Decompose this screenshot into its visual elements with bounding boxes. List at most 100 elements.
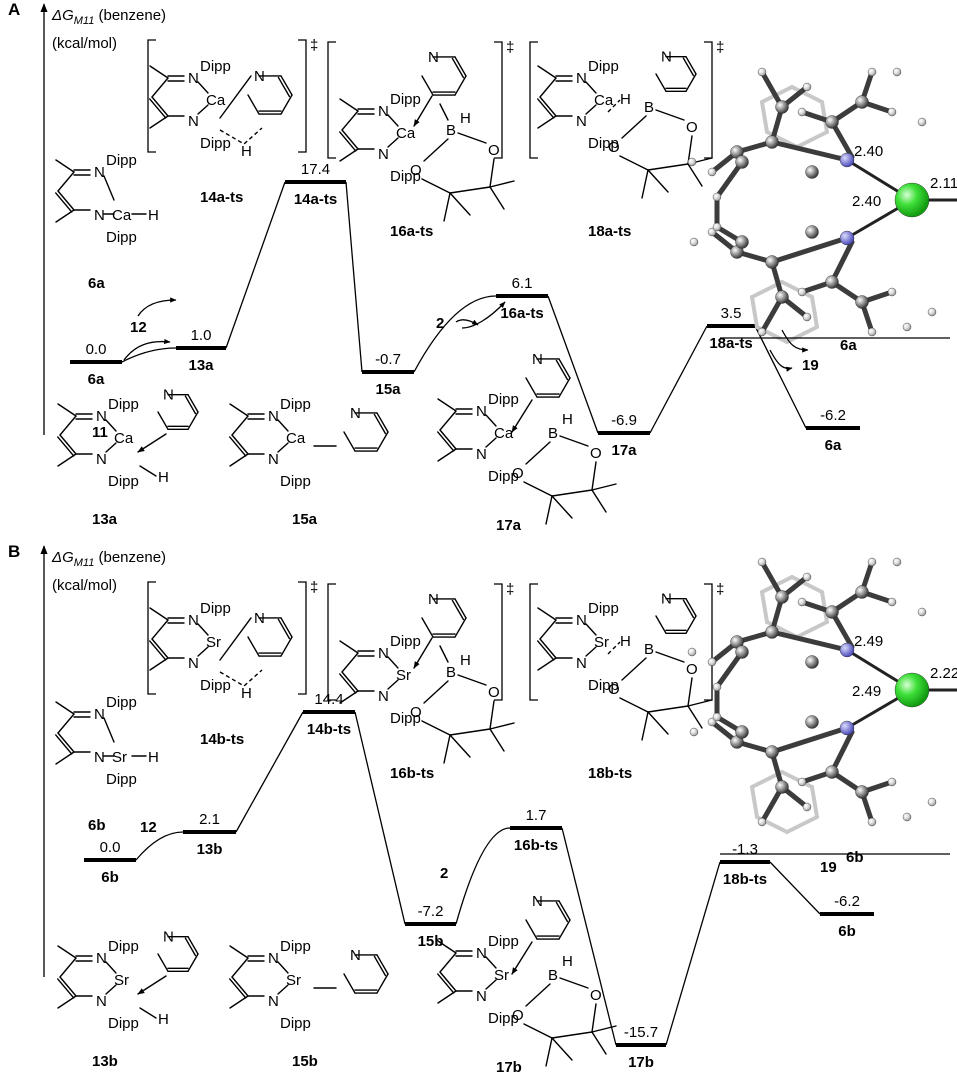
- ring-bond: [421, 617, 434, 638]
- nitrogen-atom-label: N: [94, 749, 105, 766]
- nitrogen-atom-label: N: [476, 446, 487, 463]
- axis-title: ΔGM11 (benzene): [51, 549, 166, 569]
- metal-bond: [103, 717, 115, 743]
- reagent-label: 2: [440, 865, 448, 882]
- hydrogen-atom-ball: [917, 117, 927, 127]
- carbon-atom-ball: [855, 585, 869, 599]
- oxygen-atom-label: O: [410, 704, 422, 721]
- structure-name-label: 17a: [496, 517, 522, 534]
- boron-atom-label: B: [644, 641, 654, 658]
- dashed-hydride-bridge: [607, 641, 621, 655]
- boron-atom-label: B: [548, 425, 558, 442]
- backbone-double-bond: [149, 640, 167, 661]
- energy-value-label: -6.2: [820, 407, 846, 424]
- backbone-double-bond: [59, 976, 77, 997]
- hydride-label: H: [620, 91, 631, 108]
- dipp-label: Dipp: [108, 396, 139, 413]
- backbone-double-bond: [339, 673, 357, 694]
- hydride-label: H: [158, 469, 169, 486]
- ring-double-bond: [682, 57, 695, 77]
- ring-bond: [525, 919, 538, 940]
- b-o-bond: [423, 138, 449, 162]
- structure-name-label: 18a-ts: [588, 223, 631, 240]
- backbone-double-bond: [437, 973, 455, 994]
- distance-label: 2.49: [852, 683, 881, 700]
- backbone-bond: [151, 619, 169, 640]
- dipp-label: Dipp: [280, 938, 311, 955]
- bond-stick: [759, 69, 785, 110]
- reagent-arrow: [137, 297, 177, 317]
- dipp-label: Dipp: [390, 91, 421, 108]
- backbone-bond: [57, 171, 75, 192]
- nitrogen-atom-label: N: [268, 993, 279, 1010]
- backbone-double-bond: [55, 734, 73, 755]
- ring-double-bond: [454, 598, 467, 619]
- hydrogen-atom-ball: [797, 287, 807, 297]
- methyl-bond: [489, 728, 505, 752]
- hydrogen-atom-ball: [902, 812, 912, 822]
- reagent-label: 12: [140, 819, 157, 836]
- methyl-bond: [229, 453, 249, 467]
- methyl-bond: [229, 995, 249, 1009]
- ring-bond: [157, 411, 169, 431]
- structure-name-label: 13b: [92, 1053, 118, 1070]
- boron-atom-label: B: [644, 99, 654, 116]
- structure-name-label: 13a: [92, 511, 118, 528]
- ring-double-bond: [277, 76, 291, 98]
- methyl-bond: [443, 734, 451, 764]
- bond-stick: [750, 295, 759, 329]
- ring-nitrogen-label: N: [661, 49, 672, 66]
- metal-atom-label: Sr: [112, 749, 127, 766]
- oxygen-atom-label: O: [590, 987, 602, 1004]
- hydride-label: H: [148, 207, 159, 224]
- ring-double-bond: [376, 412, 389, 433]
- ring-bond: [247, 636, 260, 657]
- backbone-double-bond: [539, 638, 557, 659]
- ring-double-bond: [280, 617, 293, 638]
- hydrogen-atom-ball: [892, 557, 902, 567]
- hydrogen-atom-ball: [917, 607, 927, 617]
- backbone-bond: [59, 415, 77, 436]
- backbone-double-bond: [439, 971, 457, 992]
- nitrogen-atom-label: N: [476, 403, 487, 420]
- carbon-atom-ball: [775, 780, 789, 794]
- ring-nitrogen-label: N: [163, 387, 174, 404]
- profile-connector: [413, 295, 497, 373]
- ring-bond: [489, 158, 495, 188]
- dipp-label: Dipp: [106, 771, 137, 788]
- carbon-atom-ball: [805, 225, 819, 239]
- bond-stick: [795, 620, 829, 639]
- ring-bond: [619, 155, 649, 171]
- metal-atom-label: Sr: [594, 634, 609, 651]
- axis-title-solvent: (benzene): [94, 549, 166, 566]
- energy-value-label: 1.0: [191, 327, 212, 344]
- methyl-bond: [229, 403, 249, 417]
- carbon-atom-ball: [825, 115, 839, 129]
- bracket-right: [298, 581, 307, 695]
- ring-bond: [558, 919, 571, 940]
- ts-double-dagger: ‡: [506, 39, 514, 56]
- ring-bond: [655, 615, 667, 635]
- oxygen-atom-label: O: [608, 681, 620, 698]
- ca-n-bond: [219, 617, 252, 661]
- methyl-bond: [591, 489, 607, 513]
- oxygen-atom-label: O: [410, 162, 422, 179]
- metal-atom-label: Ca: [112, 207, 132, 224]
- methyl-bond: [55, 701, 75, 715]
- ring-bond: [454, 617, 467, 638]
- axis-title-subscript: M11: [74, 557, 95, 569]
- energy-value-label: -6.9: [611, 412, 637, 429]
- species-name-label: 13b: [197, 841, 223, 858]
- ring-double-bond: [558, 358, 571, 379]
- methyl-bond: [489, 180, 515, 188]
- dashed-hydride-bridge: [607, 99, 621, 113]
- profile-connector: [455, 827, 511, 925]
